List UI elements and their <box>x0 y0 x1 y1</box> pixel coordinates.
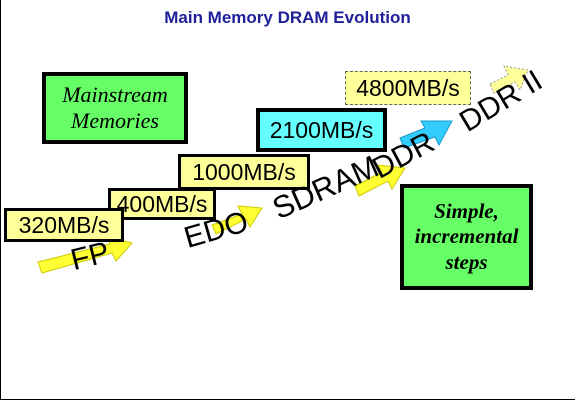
bandwidth-box-1000: 1000MB/s <box>178 154 310 190</box>
arrow-right-icon <box>37 235 133 274</box>
slide-title: Main Memory DRAM Evolution <box>164 8 411 27</box>
arrow-right-icon <box>354 164 406 197</box>
simple-steps-text: Simple, incremental steps <box>414 199 519 274</box>
bandwidth-label: 320MB/s <box>18 211 110 238</box>
bandwidth-label: 1000MB/s <box>192 158 296 185</box>
bandwidth-box-2100: 2100MB/s <box>256 108 387 152</box>
arrow-right-icon <box>489 65 529 94</box>
bandwidth-label: 2100MB/s <box>269 116 374 143</box>
mainstream-memories-text: Mainstream Memories <box>62 82 168 133</box>
simple-steps-callout: Simple, incremental steps <box>400 184 533 290</box>
mainstream-memories-callout: Mainstream Memories <box>42 72 188 144</box>
bandwidth-label: 400MB/s <box>116 190 208 217</box>
bandwidth-box-400: 400MB/s <box>108 188 216 220</box>
arrow-right-icon <box>399 120 453 149</box>
arrow-right-icon <box>211 205 263 235</box>
bandwidth-box-4800: 4800MB/s <box>345 71 471 105</box>
bandwidth-label: 4800MB/s <box>356 74 460 101</box>
slide-left-border <box>0 0 1 400</box>
bandwidth-box-320: 320MB/s <box>4 208 124 242</box>
